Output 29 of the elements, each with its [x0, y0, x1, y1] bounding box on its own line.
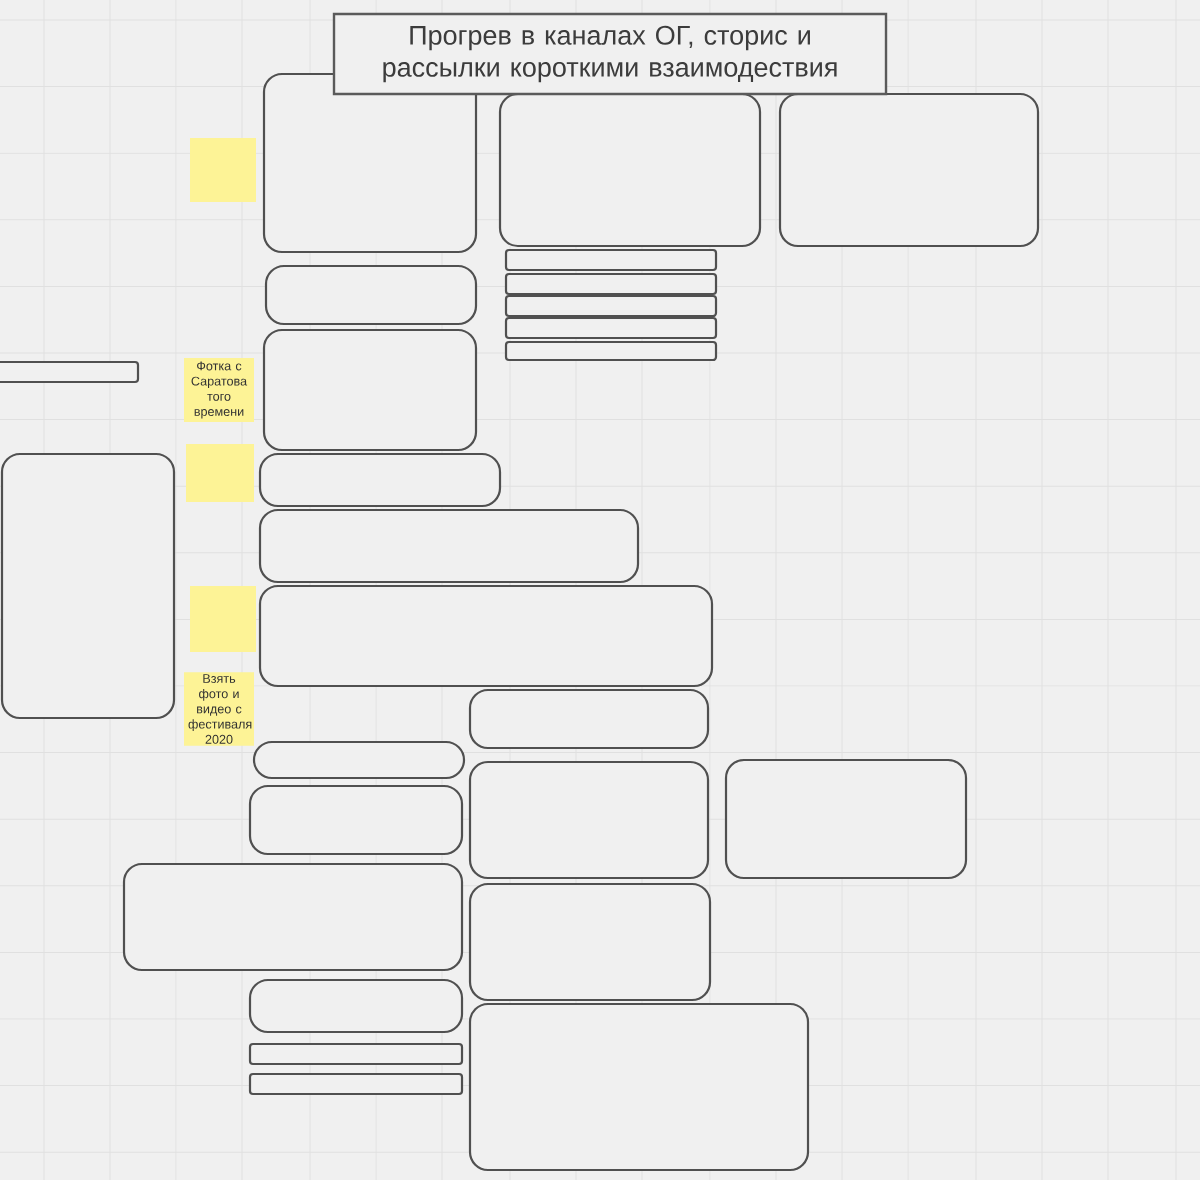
note-card [252, 740, 466, 780]
note-card [122, 862, 464, 972]
note-card [778, 92, 1040, 248]
sticky-note [186, 444, 254, 502]
note-card [258, 508, 640, 584]
title-box: Прогрев в каналах ОГ, сторис и рассылки короткими взаимодествия [332, 12, 888, 96]
note-card [468, 882, 712, 1002]
note-card [258, 584, 714, 688]
note-card [504, 316, 718, 340]
note-card [468, 760, 710, 880]
note-card [248, 978, 464, 1034]
note-card [264, 264, 478, 326]
note-card [504, 340, 718, 362]
note-card [258, 452, 502, 508]
note-card [0, 452, 176, 720]
note-card [504, 272, 718, 296]
note-card [248, 784, 464, 856]
note-card [468, 688, 710, 750]
note-card [724, 758, 968, 880]
note-card [248, 1072, 464, 1096]
note-card [504, 294, 718, 318]
note-card [468, 1002, 810, 1172]
note-card [262, 328, 478, 452]
note-card [0, 360, 140, 384]
sticky-note [190, 138, 256, 202]
note-card [248, 1042, 464, 1066]
note-card [504, 248, 718, 272]
sticky-note [190, 586, 256, 652]
note-card [498, 92, 762, 248]
